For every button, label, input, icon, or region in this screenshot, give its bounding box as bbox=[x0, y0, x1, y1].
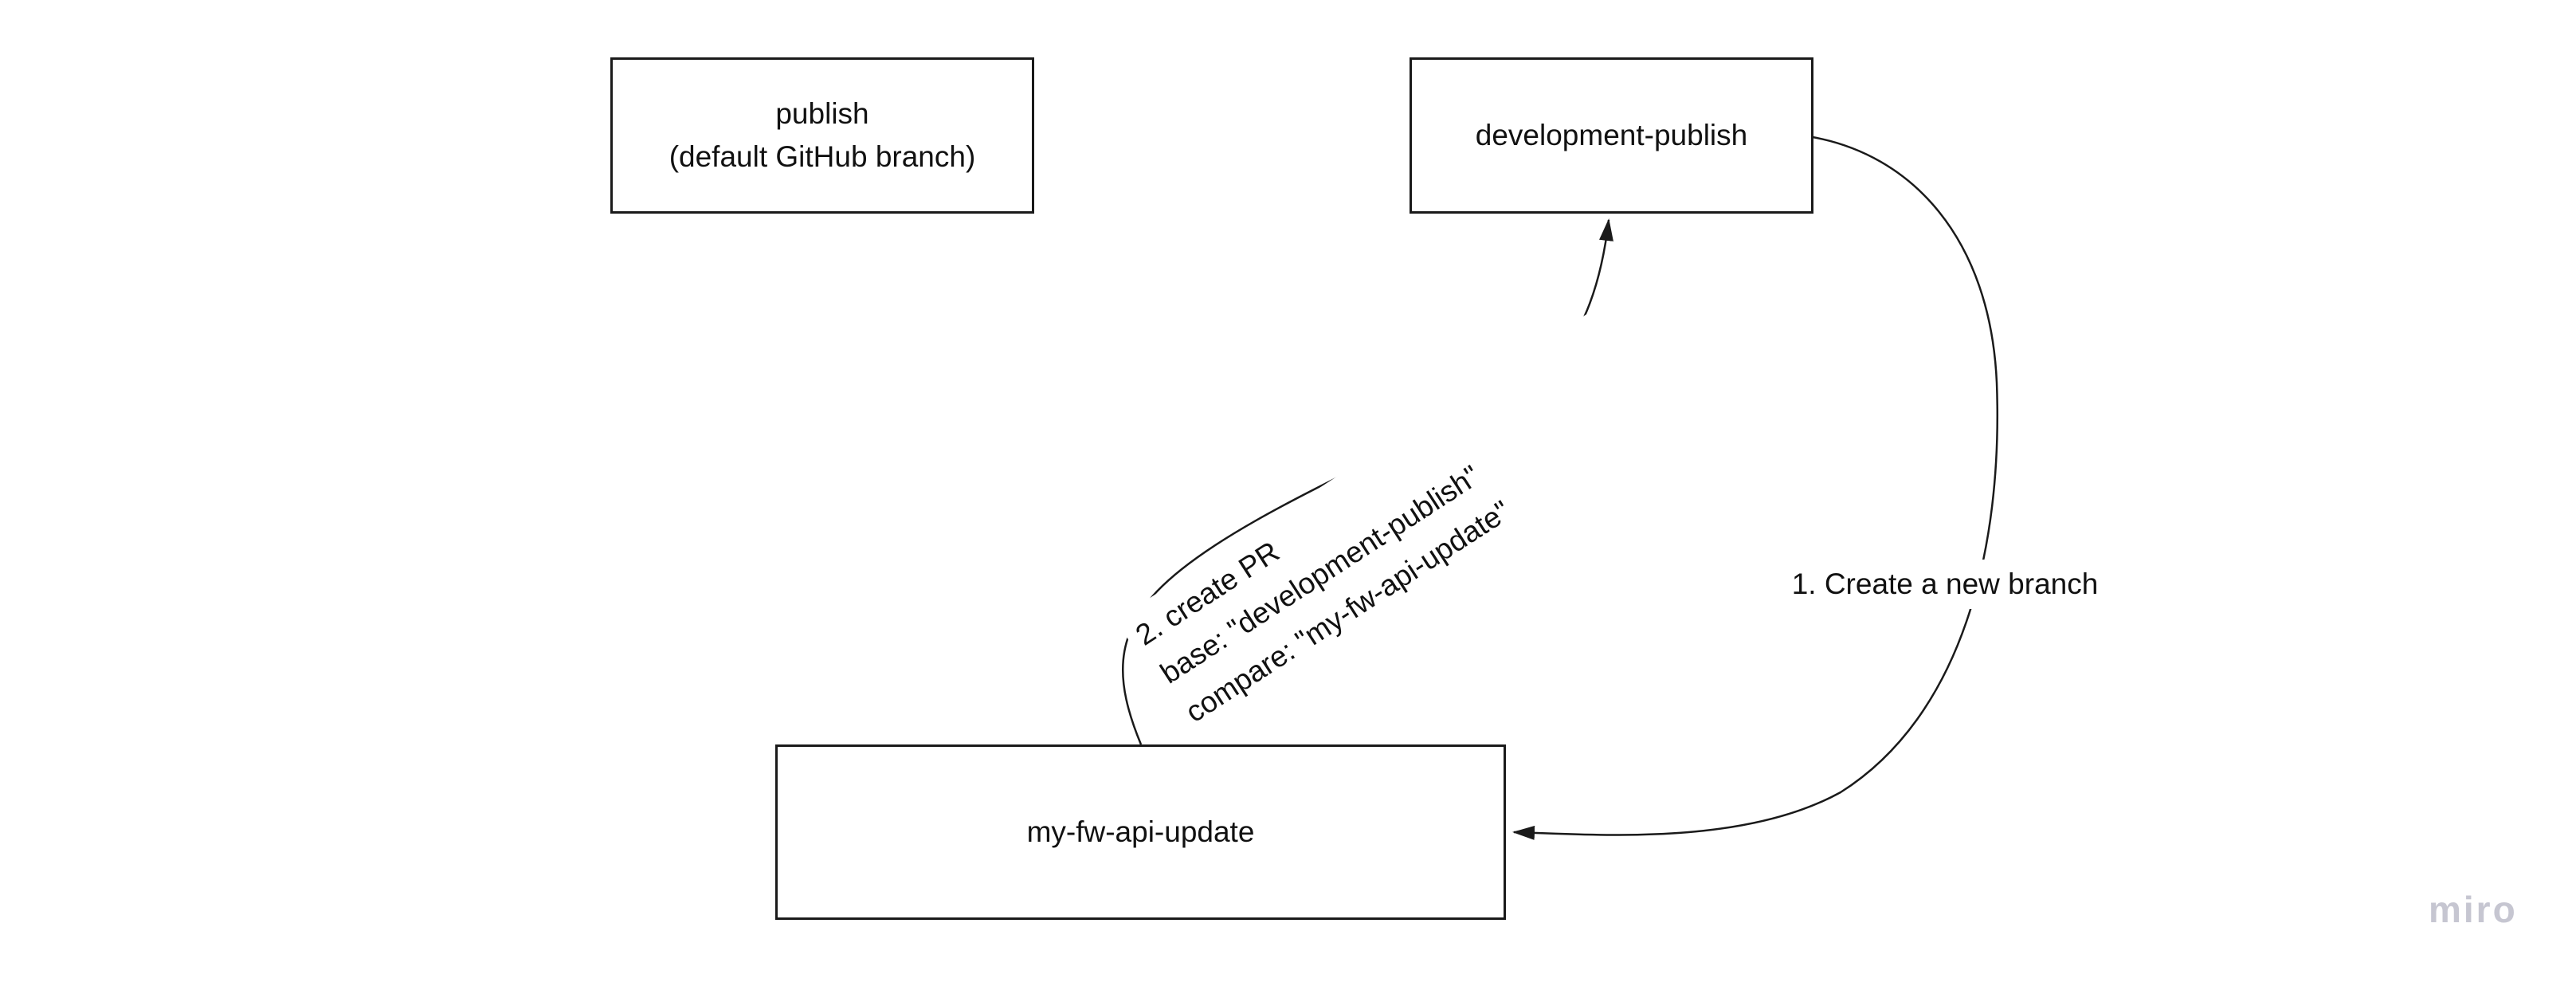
node-publish-label-line2: (default GitHub branch) bbox=[669, 140, 976, 173]
connector-label-create-branch[interactable]: 1. Create a new branch bbox=[1758, 560, 2132, 609]
node-development-publish-branch[interactable]: development-publish bbox=[1410, 57, 1813, 214]
node-my-fw-api-update-label: my-fw-api-update bbox=[1026, 815, 1255, 849]
node-my-fw-api-update-branch[interactable]: my-fw-api-update bbox=[775, 744, 1506, 920]
node-publish-branch[interactable]: publish (default GitHub branch) bbox=[610, 57, 1034, 214]
node-publish-label-line1: publish bbox=[775, 97, 869, 131]
miro-watermark-logo: miro bbox=[2429, 889, 2518, 930]
connector-create-branch-curve[interactable] bbox=[1512, 135, 1998, 840]
node-development-publish-label: development-publish bbox=[1475, 119, 1748, 152]
